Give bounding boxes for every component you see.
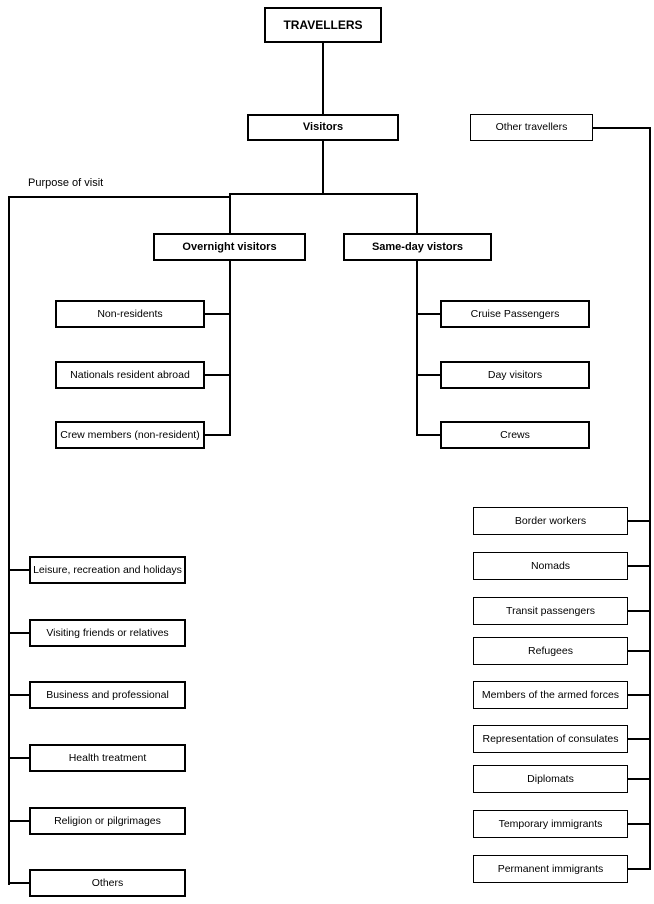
- node-nationals-resident-abroad: Nationals resident abroad: [55, 361, 205, 389]
- connector-stub-same-day-3: [416, 434, 442, 436]
- node-visitors: Visitors: [247, 114, 399, 141]
- connector-stub-other-4: [628, 650, 649, 652]
- connector-stub-same-day-2: [416, 374, 442, 376]
- connector-stub-same-day-1: [416, 313, 442, 315]
- node-other-travellers: Other travellers: [470, 114, 593, 141]
- connector-stub-other-2: [628, 565, 649, 567]
- connector-stub-other-7: [628, 778, 649, 780]
- connector-stub-purpose-3: [8, 694, 29, 696]
- connector-stub-other-3: [628, 610, 649, 612]
- connector-drop-same-day: [416, 193, 418, 234]
- node-diplomats: Diplomats: [473, 765, 628, 793]
- node-travellers: TRAVELLERS: [264, 7, 382, 43]
- connector-stub-other-9: [628, 868, 649, 870]
- connector-stub-other-5: [628, 694, 649, 696]
- node-same-day-vistors: Same-day vistors: [343, 233, 492, 261]
- node-cruise-passengers: Cruise Passengers: [440, 300, 590, 328]
- connector-stub-purpose-6: [8, 882, 29, 884]
- purpose-of-visit-label: Purpose of visit: [28, 177, 104, 189]
- connector-stub-purpose-1: [8, 569, 29, 571]
- node-temporary-immigrants: Temporary immigrants: [473, 810, 628, 838]
- connector-other-travellers-top: [593, 127, 651, 129]
- connector-drop-overnight: [229, 193, 231, 234]
- node-border-workers: Border workers: [473, 507, 628, 535]
- node-representation-of-consulates: Representation of consulates: [473, 725, 628, 753]
- node-non-residents: Non-residents: [55, 300, 205, 328]
- connector-purpose-spine: [8, 196, 10, 885]
- node-overnight-visitors: Overnight visitors: [153, 233, 306, 261]
- node-visiting-friends-relatives: Visiting friends or relatives: [29, 619, 186, 647]
- node-permanent-immigrants: Permanent immigrants: [473, 855, 628, 883]
- connector-overnight-spine: [229, 261, 231, 436]
- node-leisure-recreation-holidays: Leisure, recreation and holidays: [29, 556, 186, 584]
- connector-stub-overnight-1: [205, 313, 231, 315]
- connector-stub-other-6: [628, 738, 649, 740]
- connector-stub-purpose-4: [8, 757, 29, 759]
- node-crew-members-non-resident: Crew members (non-resident): [55, 421, 205, 449]
- node-nomads: Nomads: [473, 552, 628, 580]
- node-business-professional: Business and professional: [29, 681, 186, 709]
- connector-stub-purpose-2: [8, 632, 29, 634]
- node-health-treatment: Health treatment: [29, 744, 186, 772]
- connector-travellers-visitors: [322, 43, 324, 115]
- connector-visitors-split: [229, 193, 418, 195]
- connector-stub-other-1: [628, 520, 649, 522]
- node-members-of-armed-forces: Members of the armed forces: [473, 681, 628, 709]
- node-transit-passengers: Transit passengers: [473, 597, 628, 625]
- connector-stub-other-8: [628, 823, 649, 825]
- node-refugees: Refugees: [473, 637, 628, 665]
- node-day-visitors: Day visitors: [440, 361, 590, 389]
- connector-stub-overnight-2: [205, 374, 231, 376]
- connector-same-day-spine: [416, 261, 418, 436]
- connector-stub-overnight-3: [205, 434, 231, 436]
- connector-stub-purpose-5: [8, 820, 29, 822]
- node-religion-pilgrimages: Religion or pilgrimages: [29, 807, 186, 835]
- connector-visitors-down: [322, 140, 324, 194]
- connector-other-travellers-spine: [649, 127, 651, 870]
- node-crews: Crews: [440, 421, 590, 449]
- node-others: Others: [29, 869, 186, 897]
- connector-purpose-top: [8, 196, 230, 198]
